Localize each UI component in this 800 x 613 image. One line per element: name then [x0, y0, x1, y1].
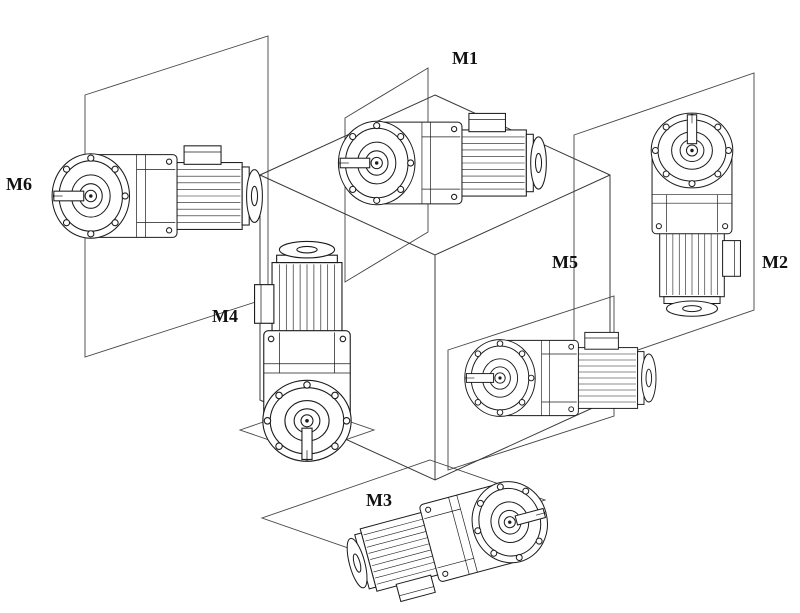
mounting-plane-m2: [573, 72, 755, 373]
gearmotor-m5-drawing: [464, 331, 657, 417]
mounting-position-label-m1: M1: [452, 48, 478, 68]
gearmotor-m4-drawing: [254, 240, 352, 462]
mounting-position-label-m2: M2: [762, 252, 788, 272]
mounting-position-label-m3: M3: [366, 490, 392, 510]
mounting-position-label-m5: M5: [552, 252, 578, 272]
mounting-plane-m1: [344, 67, 429, 283]
mounting-plane-m5: [447, 295, 615, 471]
isometric-cube: [259, 94, 611, 481]
gearmotor-m2-drawing: [650, 112, 741, 317]
gearmotor-m1-drawing: [337, 112, 547, 206]
mounting-position-label-m4: M4: [212, 306, 238, 326]
mounting-position-label-m6: M6: [6, 174, 32, 194]
gearmotor-m6-drawing: [51, 145, 263, 239]
